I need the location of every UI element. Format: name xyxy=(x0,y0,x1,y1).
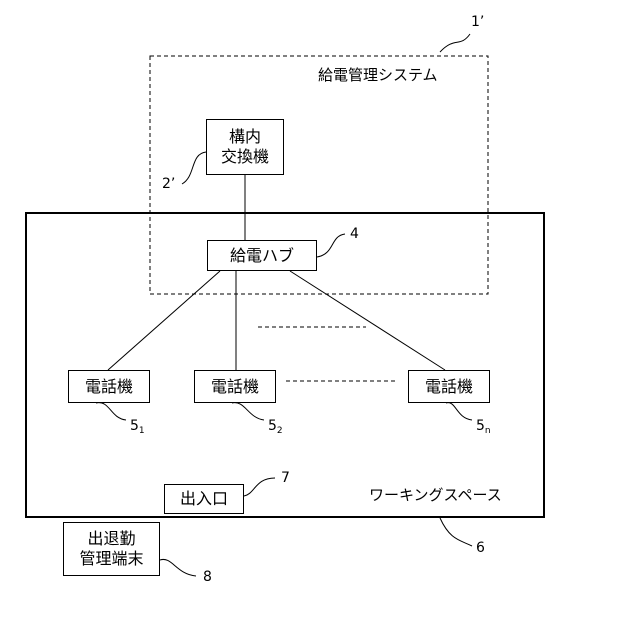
ref-pbx: 2’ xyxy=(162,176,175,192)
ref-phone-2-base: 5 xyxy=(268,418,277,434)
phone-box-2: 電話機 xyxy=(194,370,276,403)
leader-workspace xyxy=(440,518,472,546)
phone-label-n: 電話機 xyxy=(425,377,473,397)
phone-box-n: 電話機 xyxy=(408,370,490,403)
ref-phone-2-sub: 2 xyxy=(277,426,283,436)
leader-system xyxy=(440,34,470,52)
ref-workspace: 6 xyxy=(476,540,485,556)
pbx-label-line1: 構内 xyxy=(229,127,261,147)
ref-phone-n: 5n xyxy=(476,418,491,439)
system-label: 給電管理システム xyxy=(318,66,438,84)
ref-phone-1-base: 5 xyxy=(130,418,139,434)
leader-phone2 xyxy=(232,403,264,420)
leader-entrance xyxy=(244,478,275,496)
link-hub-phone1 xyxy=(108,271,220,370)
leader-phone-n xyxy=(446,403,472,420)
terminal-label-line1: 出退勤 xyxy=(87,529,135,549)
power-hub-label: 給電ハブ xyxy=(230,246,294,266)
ref-phone-2: 52 xyxy=(268,418,283,439)
leader-phone1 xyxy=(96,403,126,420)
entrance-label: 出入口 xyxy=(180,489,228,509)
phone-box-1: 電話機 xyxy=(68,370,150,403)
pbx-label-line2: 交換機 xyxy=(221,147,269,167)
ref-phone-n-sub: n xyxy=(485,426,491,436)
ref-entrance: 7 xyxy=(281,470,290,486)
ref-phone-n-base: 5 xyxy=(476,418,485,434)
workspace-label: ワーキングスペース xyxy=(369,486,502,504)
phone-label-1: 電話機 xyxy=(85,377,133,397)
ref-system: 1’ xyxy=(471,14,484,30)
leader-pbx xyxy=(182,152,206,184)
attendance-terminal-box: 出退勤 管理端末 xyxy=(63,522,160,576)
leader-terminal xyxy=(160,559,196,576)
terminal-label-line2: 管理端末 xyxy=(79,549,143,569)
leader-hub xyxy=(317,234,345,257)
phone-label-2: 電話機 xyxy=(211,377,259,397)
power-hub-box: 給電ハブ xyxy=(207,240,317,271)
ref-phone-1: 51 xyxy=(130,418,145,439)
pbx-box: 構内 交換機 xyxy=(206,119,284,175)
entrance-box: 出入口 xyxy=(164,484,244,514)
link-hub-phone-n xyxy=(290,271,445,370)
system-boundary xyxy=(150,56,488,294)
ref-hub: 4 xyxy=(350,226,359,242)
ref-phone-1-sub: 1 xyxy=(139,426,145,436)
ref-terminal: 8 xyxy=(203,569,212,585)
